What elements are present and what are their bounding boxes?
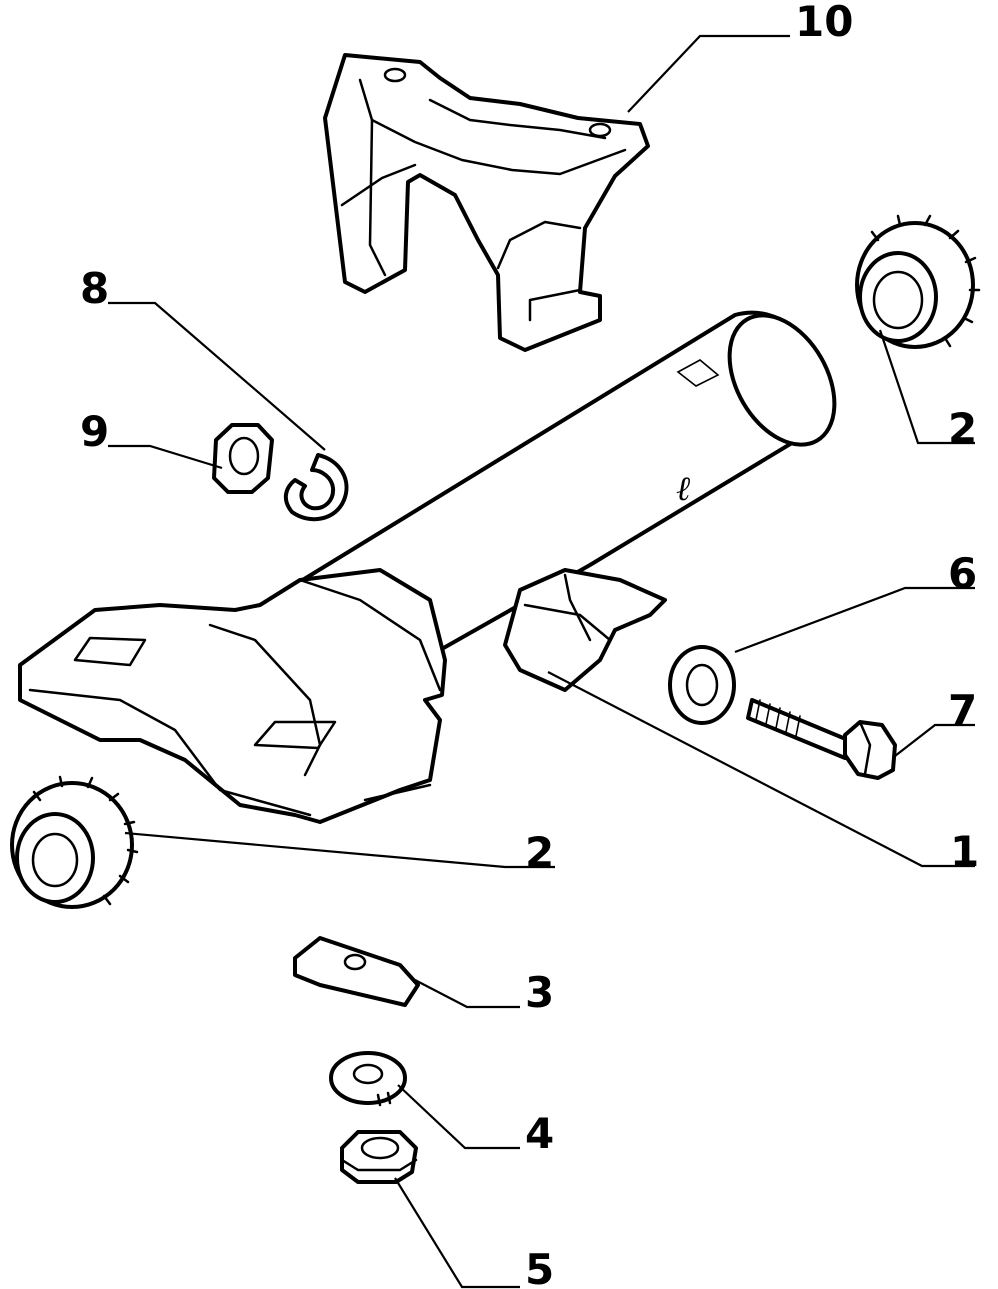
leader-1 <box>547 671 975 868</box>
callout-5: 5 <box>525 1245 554 1289</box>
callout-1: 1 <box>950 827 979 876</box>
part-8-split-washer <box>283 453 349 522</box>
callout-labels: 10 2 8 9 6 7 1 2 3 4 5 <box>80 0 979 1289</box>
part-2-bushing-right <box>855 214 981 349</box>
part-4-split-washer <box>329 1051 407 1107</box>
leader-9 <box>108 444 223 470</box>
leader-3 <box>414 979 520 1009</box>
part-7-bolt <box>746 698 897 780</box>
leader-lines <box>108 34 975 1289</box>
leader-5 <box>394 1177 520 1289</box>
part-5-hex-nut <box>340 1130 418 1184</box>
part-10-upper-bracket <box>323 53 650 352</box>
leader-2-left <box>124 831 555 869</box>
callout-10: 10 <box>795 0 853 46</box>
part-3-plate <box>293 936 420 1007</box>
callout-3: 3 <box>525 968 554 1017</box>
callout-8: 8 <box>80 264 109 313</box>
part-6-washer <box>668 645 736 725</box>
callout-2-right: 2 <box>948 404 977 453</box>
callout-4: 4 <box>525 1109 554 1158</box>
leader-2-right <box>878 329 975 445</box>
leader-8 <box>108 301 326 451</box>
callout-7: 7 <box>948 686 977 735</box>
leader-10 <box>627 34 790 113</box>
leader-7 <box>894 723 975 757</box>
callout-6: 6 <box>948 549 977 598</box>
leader-4 <box>397 1084 520 1150</box>
part-2-bushing-left <box>10 775 139 909</box>
part-9-nut <box>212 423 274 494</box>
callout-2-left: 2 <box>525 828 554 877</box>
leader-6 <box>734 586 975 654</box>
part-1-steering-column: ℓ <box>18 310 837 824</box>
callout-9: 9 <box>80 407 109 456</box>
tube-mark: ℓ <box>676 469 690 509</box>
